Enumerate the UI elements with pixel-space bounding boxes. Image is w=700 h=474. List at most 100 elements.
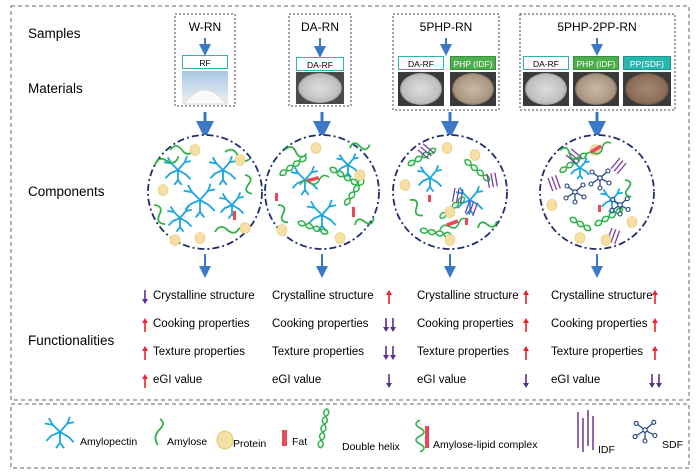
idf-line	[570, 148, 583, 159]
box-5php2pp	[519, 13, 676, 111]
sdf-node	[572, 199, 578, 205]
protein-mark	[574, 232, 586, 244]
helix-strand	[317, 407, 328, 449]
amylose-mark	[154, 156, 180, 166]
sdf-mark	[609, 196, 631, 217]
sdf-mark	[632, 419, 658, 444]
legend-amylose-mark	[154, 418, 164, 446]
tag-dara-3: DA-RF	[523, 56, 569, 70]
amylose-mark	[169, 145, 195, 155]
idf-line	[451, 187, 456, 202]
double-helix-mark	[559, 152, 587, 174]
indicator-head	[386, 290, 392, 295]
protein-mark	[444, 234, 456, 246]
tag-php-1: PHP (IDF)	[450, 56, 496, 70]
amylopectin-mark	[167, 205, 192, 232]
indicator-head	[142, 374, 148, 379]
legend-complex: Amylose-lipid complex	[433, 439, 538, 451]
indicator-darn-1	[383, 318, 396, 332]
fat-mark	[352, 207, 355, 217]
amylose-mark	[153, 204, 166, 225]
sdf-node	[642, 427, 648, 433]
amylopectin-mark	[417, 165, 442, 192]
helix-strand	[559, 153, 587, 174]
legend-idf-mark	[577, 410, 594, 452]
helix-strand	[569, 216, 592, 231]
func-darn-crystalline: Crystalline structure	[272, 290, 374, 302]
protein-mark	[169, 234, 181, 246]
complex-helix	[584, 141, 612, 159]
indicator-p52rn-0	[652, 290, 658, 304]
amylose-mark	[624, 179, 632, 198]
helix-strand	[569, 217, 592, 232]
double-helix-mark	[569, 216, 592, 232]
sdf-node	[588, 181, 594, 187]
amylose-mark	[214, 226, 241, 234]
sdf-node	[572, 189, 578, 195]
legend-frame	[10, 403, 690, 469]
helix-strand	[279, 156, 307, 177]
idf-line	[472, 202, 479, 217]
helix-strand	[407, 148, 437, 167]
fat-mark	[428, 195, 431, 202]
idf-line	[494, 172, 498, 187]
box-darn	[288, 13, 352, 107]
protein-mark	[276, 224, 288, 236]
amylopectin-mark	[183, 183, 216, 218]
tag-dara-1: DA-RF	[296, 57, 344, 71]
func-p5rn-texture: Texture properties	[417, 346, 510, 358]
legend-amylopectin: Amylopectin	[80, 436, 138, 448]
sdf-node	[581, 194, 587, 200]
indicator-head	[390, 327, 396, 332]
helix-strand	[464, 159, 490, 182]
row-label-functionalities: Functionalities	[28, 333, 115, 348]
protein-mark	[234, 154, 246, 166]
amylose-mark	[349, 142, 371, 151]
idf-mark	[565, 148, 583, 165]
amylose-mark	[277, 204, 289, 224]
double-helix-mark	[464, 159, 491, 182]
indicator-head	[142, 318, 148, 323]
indicator-wrn-0	[142, 290, 148, 304]
legend-double-helix: Double helix	[342, 441, 400, 453]
amylose-mark	[409, 198, 423, 217]
main-frame	[10, 5, 690, 401]
sdf-node	[589, 169, 595, 175]
legend-complex-mark	[415, 419, 429, 453]
row-label-samples: Samples	[28, 26, 81, 41]
func-wrn-cooking: Cooking properties	[153, 318, 250, 330]
sdf-node	[617, 211, 623, 217]
components-5php	[399, 142, 498, 246]
indicator-p5rn-0	[523, 290, 529, 304]
func-p52rn-texture: Texture properties	[551, 346, 644, 358]
amylopectin-mark	[208, 155, 236, 186]
sdf-mark	[588, 168, 612, 191]
protein-mark	[157, 184, 169, 196]
components-wrn	[153, 144, 253, 246]
idf-line	[464, 199, 471, 214]
func-wrn-egi: eGI value	[153, 374, 203, 386]
legend-fat: Fat	[292, 436, 308, 448]
idf-line	[610, 157, 621, 170]
protein-mark	[399, 179, 411, 191]
legend-complex-fat	[425, 426, 429, 448]
indicator-p52rn-1	[652, 318, 658, 332]
protein-mark	[626, 216, 638, 228]
idf-line	[568, 151, 580, 162]
indicator-head	[386, 383, 392, 388]
box-wrn	[174, 13, 236, 107]
fat-mark	[465, 218, 468, 225]
legend-protein-mark	[216, 430, 234, 450]
sdf-node	[625, 206, 631, 213]
indicator-head	[383, 355, 389, 360]
indicator-head	[656, 383, 662, 388]
legend-idf: IDF	[598, 444, 615, 456]
sdf-node	[624, 196, 630, 202]
indicator-head	[523, 318, 529, 323]
indicator-head	[383, 327, 389, 332]
helix-strand	[297, 221, 329, 235]
helix-strand	[319, 408, 330, 449]
amylopectin-mark	[219, 192, 244, 219]
complex-helix	[439, 217, 469, 231]
